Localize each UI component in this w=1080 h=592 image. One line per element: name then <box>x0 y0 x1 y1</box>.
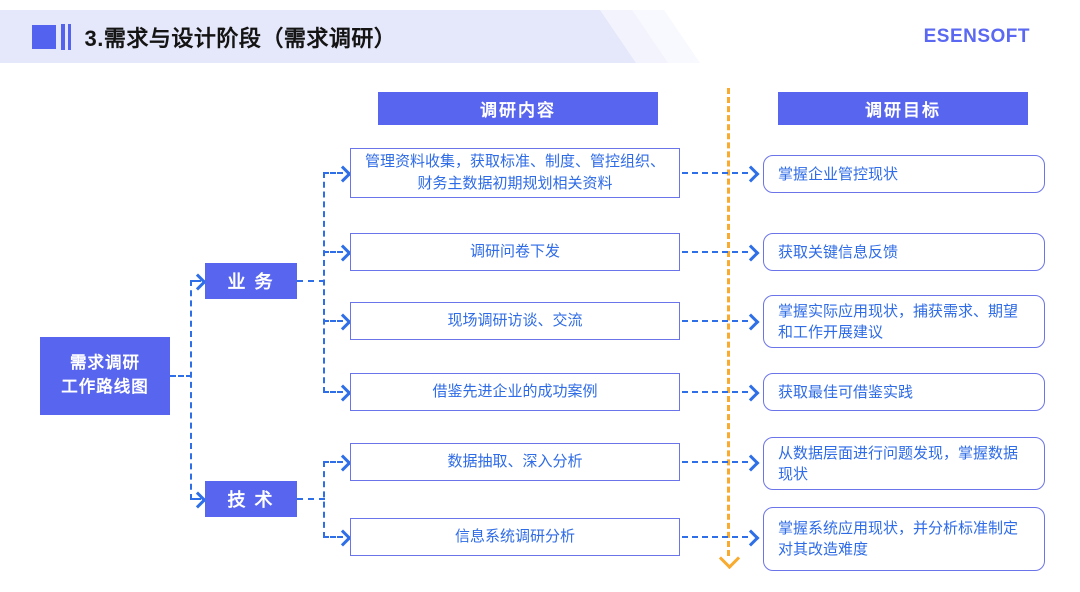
connector-line <box>190 280 201 282</box>
arrowhead-icon <box>334 244 352 262</box>
arrowhead-icon <box>189 491 207 509</box>
content-box: 数据抽取、深入分析 <box>350 443 680 481</box>
arrowhead-icon <box>334 384 352 402</box>
connector-line <box>682 391 748 393</box>
brand-logo: ESENSOFT <box>923 26 1030 47</box>
connector-line <box>170 375 192 377</box>
connector-line <box>323 172 325 393</box>
down-arrow-icon <box>718 547 741 570</box>
arrowhead-icon <box>334 529 352 547</box>
connector-line <box>323 391 343 393</box>
title-marker-bar-icon <box>68 23 71 50</box>
connector-line <box>297 280 325 282</box>
connector-line <box>323 461 325 538</box>
arrowhead-icon <box>334 165 352 183</box>
arrowhead-icon <box>189 273 207 291</box>
title-marker-square-icon <box>32 24 56 49</box>
goal-box: 获取关键信息反馈 <box>763 233 1045 271</box>
content-box: 调研问卷下发 <box>350 233 680 271</box>
arrowhead-icon <box>334 454 352 472</box>
arrowhead-icon <box>742 454 760 472</box>
arrowhead-icon <box>742 384 760 402</box>
goal-box: 掌握企业管控现状 <box>763 155 1045 193</box>
connector-line <box>682 461 748 463</box>
content-box: 借鉴先进企业的成功案例 <box>350 373 680 411</box>
connector-line <box>682 320 748 322</box>
arrowhead-icon <box>742 313 760 331</box>
connector-line <box>297 498 325 500</box>
root-box-label-line1: 需求调研 <box>70 354 140 373</box>
arrowhead-icon <box>742 529 760 547</box>
connector-line <box>682 172 748 174</box>
connector-line <box>682 536 748 538</box>
content-box: 管理资料收集，获取标准、制度、管控组织、财务主数据初期规划相关资料 <box>350 148 680 198</box>
connector-line <box>323 461 343 463</box>
connector-line <box>323 251 343 253</box>
content-box: 信息系统调研分析 <box>350 518 680 556</box>
title-marker-bar-icon <box>61 23 65 50</box>
column-header-content: 调研内容 <box>378 92 658 125</box>
connector-line <box>323 536 343 538</box>
connector-line <box>323 172 343 174</box>
root-box: 需求调研 工作路线图 <box>40 337 170 415</box>
goal-box: 获取最佳可借鉴实践 <box>763 373 1045 411</box>
page-title: 3.需求与设计阶段（需求调研） <box>84 25 397 51</box>
timeline-divider <box>727 88 730 556</box>
branch-box-tech: 技 术 <box>205 481 297 517</box>
branch-box-business: 业 务 <box>205 263 297 299</box>
banner-strip <box>0 10 636 63</box>
arrowhead-icon <box>334 313 352 331</box>
root-box-label-line2: 工作路线图 <box>61 378 149 396</box>
arrowhead-icon <box>742 165 760 183</box>
column-header-goal: 调研目标 <box>778 92 1028 125</box>
connector-line <box>323 320 343 322</box>
goal-box: 从数据层面进行问题发现，掌握数据现状 <box>763 437 1045 490</box>
connector-line <box>190 498 201 500</box>
connector-line <box>682 251 748 253</box>
title-row: 3.需求与设计阶段（需求调研） <box>32 10 396 63</box>
goal-box: 掌握实际应用现状，捕获需求、期望和工作开展建议 <box>763 295 1045 348</box>
connector-line <box>190 280 192 500</box>
goal-box: 掌握系统应用现状，并分析标准制定对其改造难度 <box>763 507 1045 571</box>
content-box: 现场调研访谈、交流 <box>350 302 680 340</box>
arrowhead-icon <box>742 244 760 262</box>
